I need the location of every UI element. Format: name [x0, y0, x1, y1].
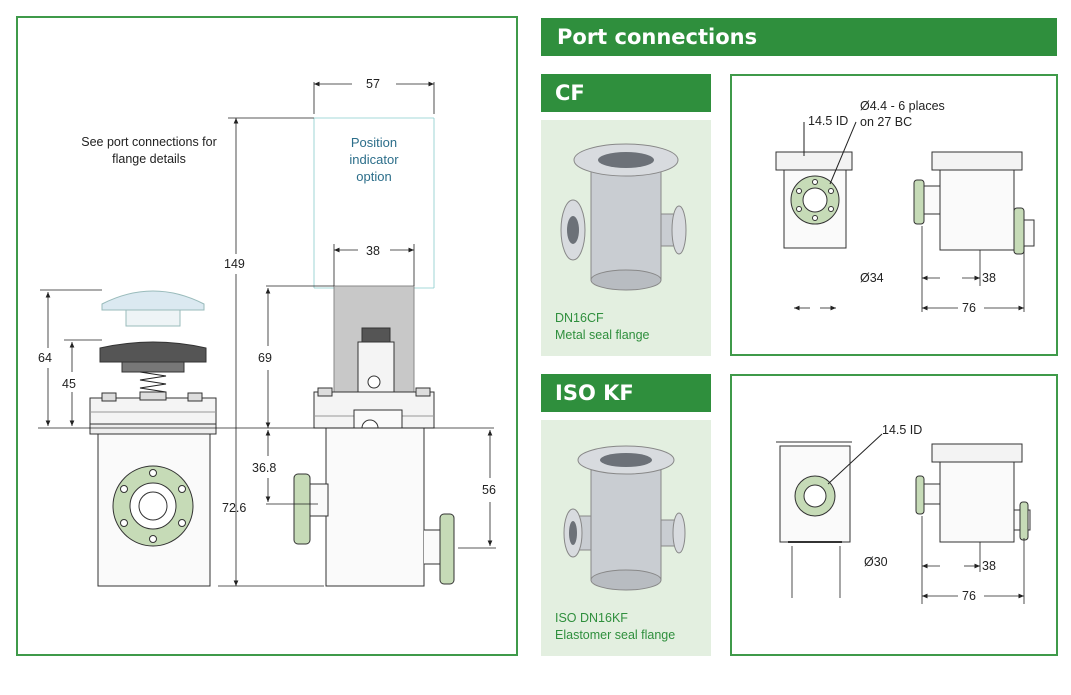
kf-dim-38: 38: [982, 559, 996, 573]
port-connections-title: Port connections: [541, 18, 1057, 56]
cf-dim-dia: Ø34: [860, 271, 884, 285]
dim-72-6: 72.6: [222, 501, 246, 515]
kf-photo-area: ISO DN16KF Elastomer seal flange: [541, 420, 711, 656]
cf-dim-holes-1: Ø4.4 - 6 places: [860, 99, 945, 113]
kf-caption: ISO DN16KF Elastomer seal flange: [555, 611, 676, 642]
cf-dim-76: 76: [962, 301, 976, 315]
dim-45: 45: [62, 377, 76, 391]
kf-dim-76: 76: [962, 589, 976, 603]
dim-36-8: 36.8: [252, 461, 276, 475]
kf-dim-id: 14.5 ID: [882, 423, 922, 437]
dimension-labels: 57 149 38 69 64 45 36.8 72.6 56: [38, 77, 496, 515]
main-drawing-panel: 57 149 38 69 64 45 36.8 72.6 56 See port…: [16, 16, 518, 656]
valve-drawing: 57 149 38 69 64 45 36.8 72.6 56: [38, 77, 496, 587]
kf-drawing-panel: 14.5 ID Ø30 38 76: [730, 374, 1058, 656]
dim-56: 56: [482, 483, 496, 497]
kf-dim-dia: Ø30: [864, 555, 888, 569]
flange-note: See port connections for flange details: [81, 135, 217, 166]
cf-drawing-panel: 14.5 ID Ø4.4 - 6 places on 27 BC Ø34 38 …: [730, 74, 1058, 356]
dim-57: 57: [366, 77, 380, 91]
kf-drawing: 14.5 ID Ø30 38 76: [776, 423, 1031, 604]
cf-tee-image: [560, 143, 687, 291]
dim-64: 64: [38, 351, 52, 365]
cf-dim-id: 14.5 ID: [808, 114, 848, 128]
valve-front-view: [293, 117, 455, 587]
cf-dim-holes-2: on 27 BC: [860, 115, 912, 129]
cf-photo-area: DN16CF Metal seal flange: [541, 120, 711, 356]
dim-38: 38: [366, 244, 380, 258]
dimension-lines: [38, 81, 496, 587]
valve-side-view: [89, 290, 217, 587]
position-indicator-label: Position indicator option: [349, 135, 399, 184]
kf-tee-image: [563, 445, 686, 591]
dim-149: 149: [224, 257, 245, 271]
cf-caption: DN16CF Metal seal flange: [555, 311, 650, 342]
dim-69: 69: [258, 351, 272, 365]
cf-dim-38: 38: [982, 271, 996, 285]
cf-header: CF: [541, 74, 711, 112]
cf-drawing: 14.5 ID Ø4.4 - 6 places on 27 BC Ø34 38 …: [775, 99, 1035, 315]
kf-header: ISO KF: [541, 374, 711, 412]
